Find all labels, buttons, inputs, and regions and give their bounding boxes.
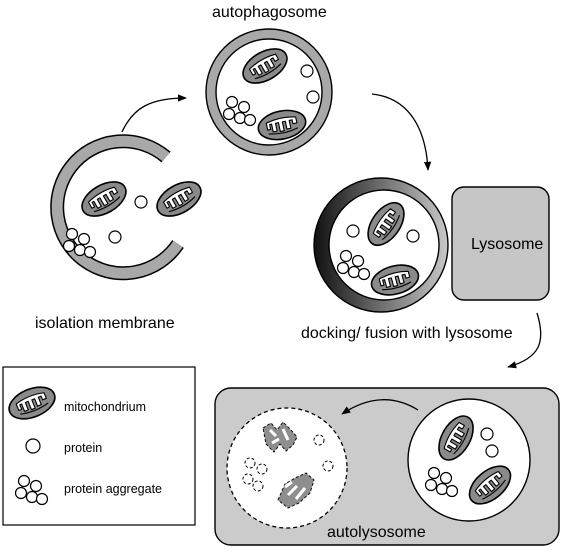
legend-label-protein: protein — [64, 441, 103, 455]
docking-label: docking/ fusion with lysosome — [301, 325, 513, 342]
protein-icon — [300, 64, 314, 78]
degrading-mitochondrion — [277, 472, 315, 509]
degrading-protein — [252, 480, 264, 492]
isolation-membrane-label: isolation membrane — [35, 315, 175, 332]
degrading-protein — [313, 434, 325, 446]
autolysosome — [214, 387, 560, 546]
degrading-protein — [244, 457, 256, 469]
autolysosome-label: autolysosome — [327, 524, 426, 541]
degrading-protein — [256, 463, 268, 475]
protein-icon — [134, 195, 148, 209]
protein-icon — [346, 224, 360, 238]
arrow-to-autophagosome — [121, 94, 187, 133]
protein-icon — [25, 438, 41, 454]
degrading-protein — [322, 460, 334, 472]
protein-icon — [108, 230, 122, 244]
isolation-membrane — [50, 134, 208, 281]
lysosome-label: Lysosome — [471, 236, 544, 253]
arrow-to-autolysosome — [507, 312, 542, 369]
autophagosome-label: autophagosome — [212, 4, 327, 21]
legend-label-mitochondrium: mitochondrium — [64, 400, 146, 414]
lysosome — [451, 186, 550, 301]
protein-icon — [485, 444, 499, 458]
protein-icon — [306, 90, 320, 104]
autophagosome — [205, 28, 333, 156]
legend — [2, 366, 196, 526]
protein-icon — [480, 427, 494, 441]
mitochondrion-icon — [75, 174, 133, 224]
protein-icon — [406, 229, 420, 243]
arrow-to-docking — [371, 93, 432, 171]
arrow-to-degradation — [341, 399, 419, 415]
degrading-mitochondrion — [262, 421, 298, 453]
docking-complex — [313, 177, 550, 313]
mitochondrion-icon — [150, 174, 208, 224]
degrading-protein — [242, 473, 254, 485]
legend-label-protein-aggregate: protein aggregate — [64, 482, 162, 496]
